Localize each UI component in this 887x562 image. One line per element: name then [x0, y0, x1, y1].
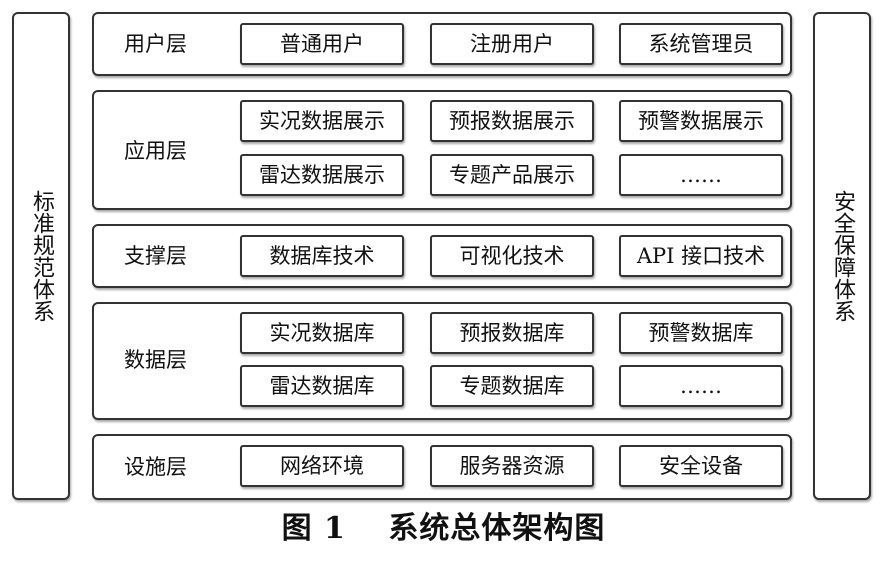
application-layer: 应用层 实况数据展示 预报数据展示 预警数据展示 雷达数据展示 专题产品展示 ……	[92, 90, 792, 210]
user-item: 普通用户	[240, 23, 404, 65]
application-item: 专题产品展示	[430, 154, 594, 196]
application-item: ……	[619, 154, 783, 196]
data-item: ……	[619, 365, 783, 407]
infrastructure-layer: 设施层 网络环境 服务器资源 安全设备	[92, 434, 792, 500]
data-item: 预报数据库	[430, 312, 594, 354]
application-item: 预报数据展示	[430, 100, 594, 142]
user-item: 注册用户	[430, 23, 594, 65]
application-layer-label: 应用层	[124, 139, 187, 163]
security-system-label: 安全保障体系	[830, 190, 855, 322]
infrastructure-item: 服务器资源	[430, 445, 594, 487]
data-item: 雷达数据库	[240, 365, 404, 407]
infrastructure-layer-label: 设施层	[124, 455, 187, 479]
data-layer-label: 数据层	[124, 348, 187, 372]
support-item: 可视化技术	[430, 235, 594, 277]
data-layer: 数据层 实况数据库 预报数据库 预警数据库 雷达数据库 专题数据库 ……	[92, 302, 792, 420]
user-item: 系统管理员	[619, 23, 783, 65]
application-item: 雷达数据展示	[240, 154, 404, 196]
infrastructure-item: 安全设备	[619, 445, 783, 487]
application-item: 实况数据展示	[240, 100, 404, 142]
user-layer-label: 用户层	[124, 32, 187, 56]
data-item: 实况数据库	[240, 312, 404, 354]
user-layer: 用户层 普通用户 注册用户 系统管理员	[92, 12, 792, 76]
standards-system-panel: 标准规范体系	[12, 12, 70, 500]
data-item: 预警数据库	[619, 312, 783, 354]
data-item: 专题数据库	[430, 365, 594, 407]
security-system-panel: 安全保障体系	[813, 12, 871, 500]
support-item: 数据库技术	[240, 235, 404, 277]
standards-system-label: 标准规范体系	[29, 190, 54, 322]
infrastructure-item: 网络环境	[240, 445, 404, 487]
figure-caption: 图 1 系统总体架构图	[281, 511, 606, 546]
application-item: 预警数据展示	[619, 100, 783, 142]
support-layer-label: 支撑层	[124, 244, 187, 268]
support-item: API 接口技术	[619, 235, 783, 277]
support-layer: 支撑层 数据库技术 可视化技术 API 接口技术	[92, 224, 792, 288]
